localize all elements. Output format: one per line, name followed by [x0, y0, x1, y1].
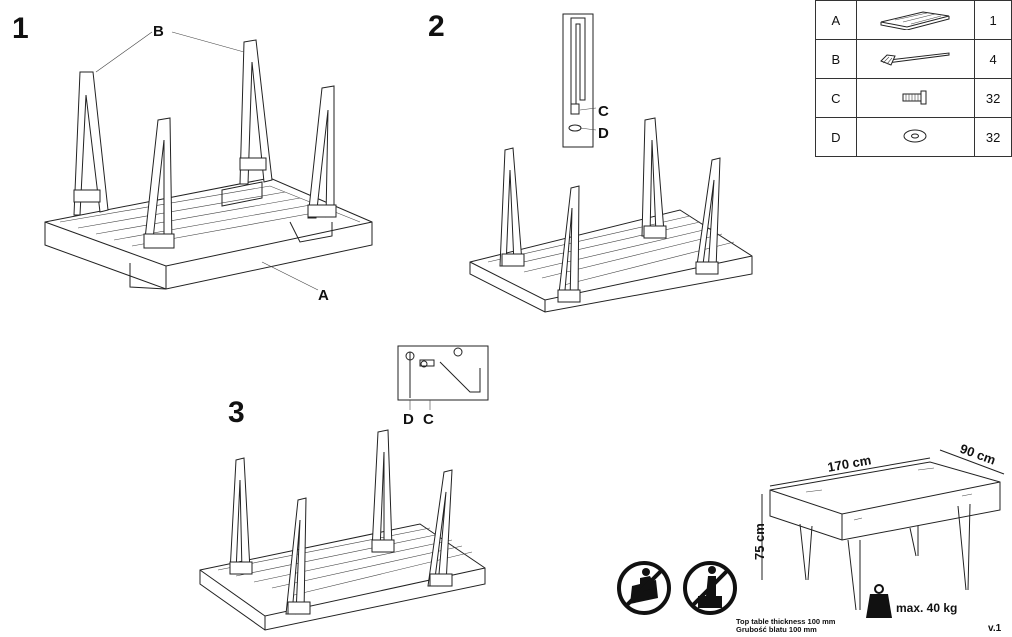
step-3-number: 3 [228, 396, 245, 429]
dimension-length: 170 cm [826, 452, 872, 474]
washer-icon [855, 117, 976, 157]
parts-row: C 32 [815, 78, 1012, 118]
screw-icon [855, 78, 976, 118]
step-1-label-a: A [318, 287, 329, 304]
step-3-label-d: D [403, 411, 414, 428]
parts-row: D 32 [815, 117, 1012, 157]
step-1-number: 1 [12, 12, 29, 45]
dimension-width: 90 cm [958, 441, 998, 468]
step-2-detail-screw [562, 13, 597, 148]
part-qty: 4 [974, 39, 1012, 79]
leg-icon [855, 39, 976, 79]
step-2-drawing [469, 117, 753, 313]
table-dimensions-drawing [761, 449, 1005, 611]
thickness-label-en: Top table thickness 100 mm [736, 617, 836, 626]
parts-row: A 1 [815, 0, 1012, 40]
step-2-number: 2 [428, 10, 445, 43]
step-2-label-d: D [598, 125, 609, 142]
step-3-drawing [199, 429, 486, 631]
part-letter: A [815, 0, 857, 40]
part-qty: 32 [974, 78, 1012, 118]
step-2-label-c: C [598, 103, 609, 120]
version-label: v.1 [988, 623, 1002, 634]
step-1-label-b: B [153, 23, 164, 40]
parts-row: B 4 [815, 39, 1012, 79]
thickness-label-pl: Grubość blatu 100 mm [736, 625, 817, 634]
weight-icon [866, 584, 892, 618]
part-qty: 1 [974, 0, 1012, 40]
step-3-label-c: C [423, 411, 434, 428]
part-qty: 32 [974, 117, 1012, 157]
step-3-detail-bolt [397, 345, 489, 410]
no-climbing-icon [617, 561, 671, 615]
max-load-label: max. 40 kg [896, 601, 957, 615]
parts-table: A 1 B 4 C 32 D 32 [815, 0, 1012, 157]
step-1-drawing [44, 31, 373, 291]
dimension-height: 75 cm [752, 523, 767, 560]
no-standing-icon [683, 561, 737, 615]
